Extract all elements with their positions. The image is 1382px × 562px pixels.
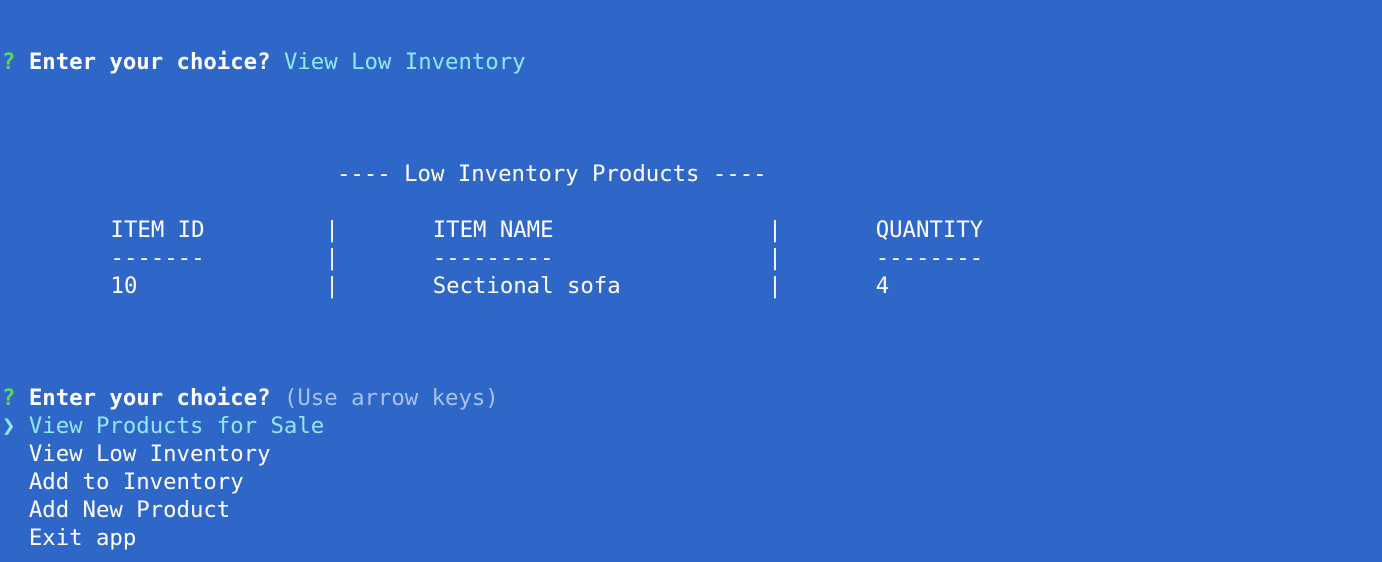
menu-option-add-to-inventory[interactable]: Add to Inventory <box>2 468 244 496</box>
menu-option-label: View Products for Sale <box>28 413 325 439</box>
prompt-marker: ? <box>2 385 16 411</box>
current-prompt-line: ? Enter your choice? (Use arrow keys) <box>2 384 499 412</box>
pointer-icon: ❯ <box>2 413 16 439</box>
menu-option-label: Add to Inventory <box>28 469 244 495</box>
menu-option-exit-app[interactable]: Exit app <box>2 524 136 552</box>
prompt-answer: View Low Inventory <box>283 49 526 75</box>
table-header-row: ITEM ID | ITEM NAME | QUANTITY <box>30 217 984 243</box>
previous-prompt-line: ? Enter your choice? View Low Inventory <box>2 48 526 76</box>
menu-option-label: Exit app <box>28 525 137 551</box>
prompt-hint: (Use arrow keys) <box>283 385 499 411</box>
report-title: ---- Low Inventory Products ---- <box>337 161 767 187</box>
table-divider-row: ------- | --------- | -------- <box>30 245 984 271</box>
prompt-question: Enter your choice? <box>28 385 271 411</box>
prompt-marker: ? <box>2 49 16 75</box>
menu-option-label: View Low Inventory <box>28 441 271 467</box>
menu-option-view-low-inventory[interactable]: View Low Inventory <box>2 440 271 468</box>
prompt-question: Enter your choice? <box>28 49 271 75</box>
menu-option-label: Add New Product <box>28 497 231 523</box>
menu-option-add-new-product[interactable]: Add New Product <box>2 496 230 524</box>
table-row: 10 | Sectional sofa | 4 <box>30 273 890 299</box>
menu-option-view-products[interactable]: ❯ View Products for Sale <box>2 412 324 440</box>
